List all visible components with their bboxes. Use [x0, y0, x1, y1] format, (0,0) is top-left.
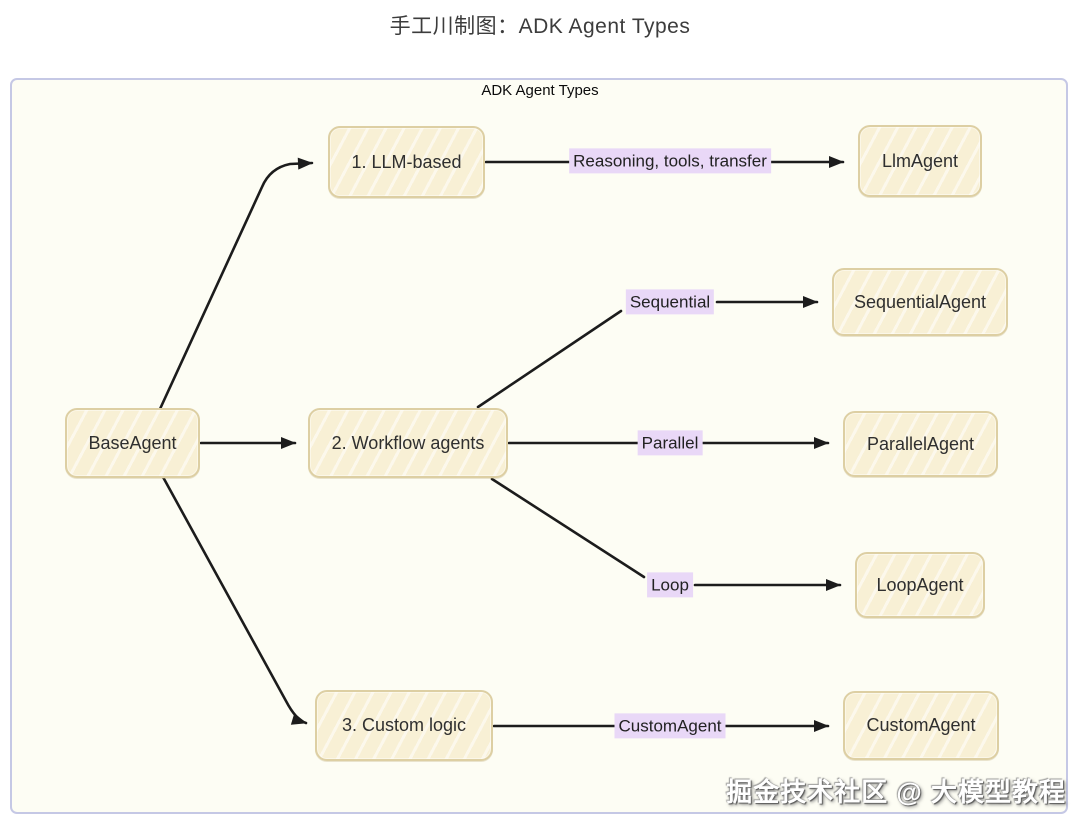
- node-base-agent-label: BaseAgent: [88, 432, 177, 453]
- node-parallel-agent-label: ParallelAgent: [866, 433, 975, 454]
- watermark: 掘金技术社区 @ 大模型教程: [726, 777, 1066, 807]
- edge-label-loop: Loop: [647, 572, 693, 598]
- node-llm-based-label: 1. LLM-based: [351, 151, 462, 172]
- edge-label-custom-agent: CustomAgent: [614, 713, 726, 739]
- node-sequential-agent: SequentialAgent: [832, 268, 1008, 336]
- node-llm-based: 1. LLM-based: [328, 126, 485, 198]
- node-parallel-agent: ParallelAgent: [843, 411, 998, 477]
- node-base-agent: BaseAgent: [65, 408, 200, 478]
- node-custom-agent-label: CustomAgent: [866, 715, 976, 735]
- node-workflow-agents-label: 2. Workflow agents: [331, 432, 485, 453]
- node-workflow-agents: 2. Workflow agents: [308, 408, 508, 478]
- node-sequential-agent-label: SequentialAgent: [853, 291, 987, 312]
- node-llm-agent: LlmAgent: [858, 125, 982, 197]
- edge-label-reasoning-tools-transfer: Reasoning, tools, transfer: [569, 148, 771, 174]
- node-llm-agent-label: LlmAgent: [881, 150, 959, 171]
- node-loop-agent-label: LoopAgent: [876, 574, 964, 595]
- node-custom-logic: 3. Custom logic: [315, 690, 493, 761]
- node-custom-logic-label: 3. Custom logic: [341, 715, 467, 735]
- diagram-title: ADK Agent Types: [481, 82, 599, 99]
- node-custom-agent: CustomAgent: [843, 691, 999, 760]
- node-loop-agent: LoopAgent: [855, 552, 985, 618]
- edge-label-parallel: Parallel: [637, 430, 703, 456]
- edge-label-sequential: Sequential: [625, 289, 715, 315]
- page-title: 手工川制图：ADK Agent Types: [389, 15, 691, 38]
